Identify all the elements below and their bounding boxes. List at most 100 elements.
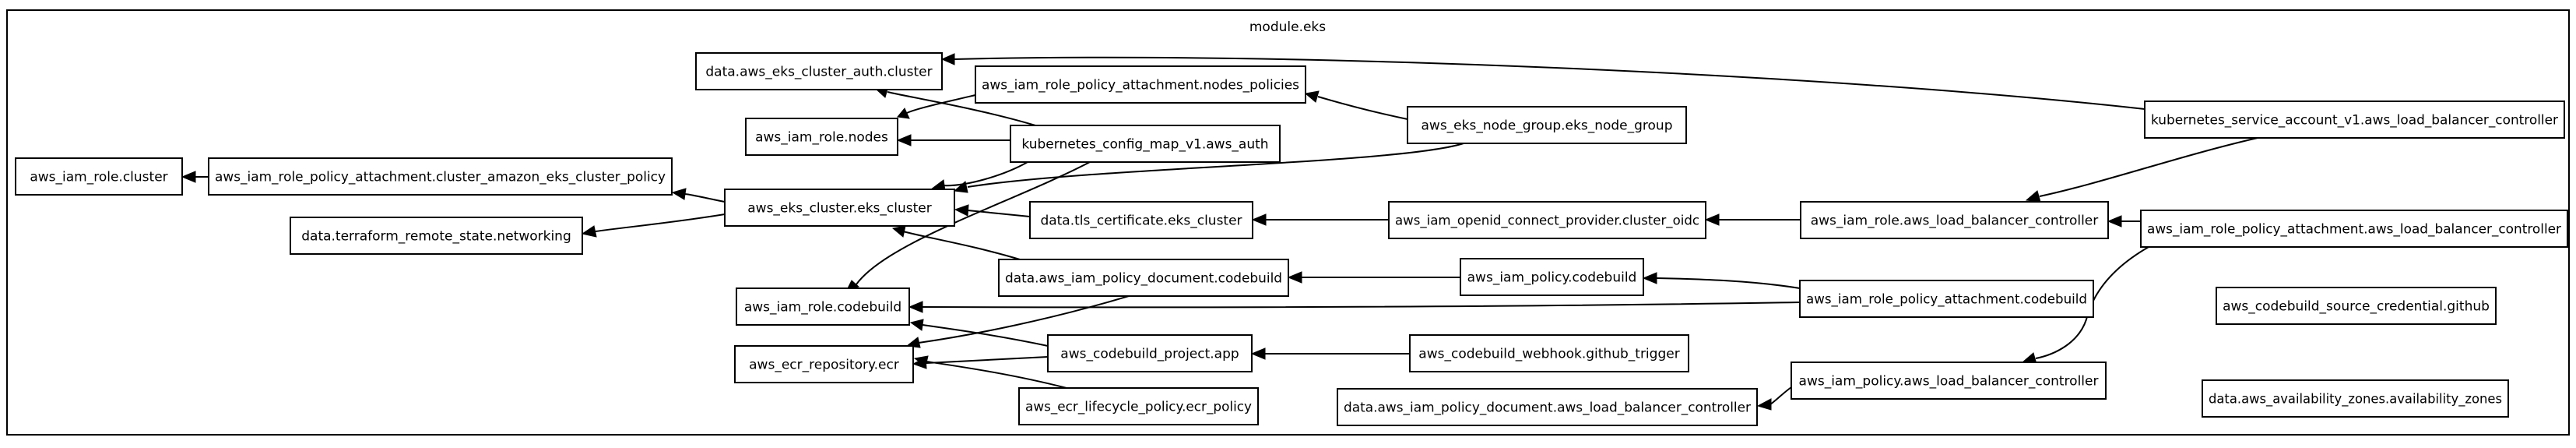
arrowhead [581, 225, 597, 238]
node-label: aws_ecr_lifecycle_policy.ecr_policy [1025, 400, 1252, 415]
node-label: aws_iam_role_policy_attachment.cluster_a… [215, 170, 666, 185]
node-box [208, 157, 673, 196]
edge-line [941, 161, 1028, 187]
node-ecr-repo: aws_ecr_repository.ecr [734, 345, 914, 383]
node-box [290, 217, 583, 255]
node-ecr-lifecycle: aws_ecr_lifecycle_policy.ecr_policy [1018, 387, 1259, 425]
edge-line [887, 91, 1036, 126]
edge-line [856, 161, 1091, 285]
edge-eks-cluster-to-rpa-cluster-policy [671, 188, 726, 203]
node-k8s-config-map: kubernetes_config_map_v1.aws_auth [1010, 125, 1281, 163]
node-label: aws_iam_role.codebuild [744, 300, 901, 316]
node-rpa-nodes-policies: aws_iam_role_policy_attachment.nodes_pol… [975, 65, 1306, 104]
node-label: kubernetes_service_account_v1.aws_load_b… [2151, 113, 2558, 129]
edge-role-lbc-to-oidc [1704, 213, 1801, 226]
arrowhead [181, 171, 196, 183]
node-box [736, 287, 910, 326]
node-label: aws_iam_role_policy_attachment.codebuild [1806, 292, 2087, 308]
edge-line [922, 324, 1049, 347]
node-label: data.terraform_remote_state.networking [301, 229, 571, 245]
edge-oidc-to-tls-cert [1251, 213, 1389, 226]
edge-rpa-codebuild-to-policy-codebuild [1642, 272, 1801, 289]
arrowhead [954, 204, 969, 217]
node-eks-cluster: aws_eks_cluster.eks_cluster [724, 189, 955, 227]
edge-line [967, 210, 1031, 217]
node-label: aws_iam_policy.aws_load_balancer_control… [1799, 374, 2099, 390]
node-label: aws_iam_role_policy_attachment.aws_load_… [2147, 222, 2561, 238]
node-role-lbc: aws_iam_role.aws_load_balancer_controlle… [1800, 201, 2109, 239]
edge-line [2035, 246, 2149, 359]
edge-eks-cluster-to-remote-state [581, 213, 726, 238]
node-policy-lbc: aws_iam_policy.aws_load_balancer_control… [1791, 362, 2107, 400]
edge-line [906, 94, 976, 114]
node-rpa-cluster-policy: aws_iam_role_policy_attachment.cluster_a… [208, 157, 673, 196]
node-codebuild-project: aws_codebuild_project.app [1047, 334, 1253, 372]
arrowhead [1304, 90, 1320, 103]
node-rpa-lbc: aws_iam_role_policy_attachment.aws_load_… [2140, 210, 2568, 248]
node-box [1460, 258, 1644, 296]
node-label: data.aws_iam_policy_document.codebuild [1005, 271, 1282, 287]
node-label: data.tls_certificate.eks_cluster [1040, 213, 1242, 229]
edge-layer [181, 53, 2258, 411]
edge-line [902, 231, 1021, 260]
node-role-nodes: aws_iam_role.nodes [745, 118, 898, 156]
edge-policy-lbc-to-policy-doc-lbc [1756, 386, 1792, 411]
node-az: data.aws_availability_zones.availability… [2202, 379, 2509, 418]
edge-webhook-to-codebuild-project [1250, 347, 1410, 360]
edge-line [954, 56, 2145, 110]
edge-line [918, 295, 1130, 344]
edge-tls-cert-to-eks-cluster [954, 204, 1031, 217]
node-box [2202, 379, 2509, 418]
node-box [1388, 201, 1706, 239]
node-label: aws_iam_role.nodes [755, 130, 888, 146]
arrowhead [1642, 272, 1657, 284]
edge-k8s-config-map-to-eks-cluster [930, 161, 1028, 192]
edge-k8s-sa-lbc-to-role-lbc [2025, 137, 2258, 203]
edge-rpa-codebuild-to-role-codebuild [908, 301, 1801, 313]
node-box [1800, 201, 2109, 239]
edge-line [684, 193, 726, 203]
node-label: aws_iam_role_policy_attachment.nodes_pol… [982, 78, 1299, 93]
node-webhook: aws_codebuild_webhook.github_trigger [1409, 334, 1689, 372]
node-box [1337, 388, 1758, 426]
node-box [1047, 334, 1253, 372]
edge-node-group-to-eks-cluster [953, 143, 1464, 193]
module-cluster-frame [6, 9, 2570, 436]
edge-line [1769, 386, 1792, 405]
node-label: aws_ecr_repository.ecr [749, 358, 899, 373]
node-label: kubernetes_config_map_v1.aws_auth [1021, 137, 1268, 153]
node-oidc: aws_iam_openid_connect_provider.cluster_… [1388, 201, 1706, 239]
arrowhead [940, 53, 955, 65]
node-k8s-sa-lbc: kubernetes_service_account_v1.aws_load_b… [2144, 101, 2565, 139]
edge-policy-codebuild-to-policy-doc-codebuild [1287, 271, 1460, 284]
node-label: aws_eks_node_group.eks_node_group [1422, 118, 1673, 134]
node-box [998, 259, 1289, 297]
arrowhead [671, 188, 687, 200]
arrowhead [891, 225, 906, 238]
edge-rpa-lbc-to-role-lbc [2107, 215, 2141, 228]
node-box [2144, 101, 2565, 139]
node-label: aws_iam_openid_connect_provider.cluster_… [1395, 213, 1699, 229]
node-rpa-codebuild: aws_iam_role_policy_attachment.codebuild [1799, 280, 2094, 318]
arrowhead [908, 301, 923, 313]
node-role-codebuild: aws_iam_role.codebuild [736, 287, 910, 326]
node-box [975, 65, 1306, 104]
node-box [1407, 106, 1687, 144]
edge-line [926, 356, 1049, 364]
node-source-cred: aws_codebuild_source_credential.github [2216, 287, 2497, 325]
node-data-eks-cluster-auth: data.aws_eks_cluster_auth.cluster [695, 52, 943, 90]
edge-codebuild-project-to-role-codebuild [909, 319, 1049, 347]
edge-ecr-lifecycle-to-ecr-repo [913, 355, 1067, 389]
node-box [2216, 287, 2497, 325]
node-label: aws_codebuild_webhook.github_trigger [1418, 347, 1679, 362]
node-box [1409, 334, 1689, 372]
node-box [724, 189, 955, 227]
arrowhead [953, 181, 968, 193]
edge-line [967, 143, 1464, 188]
edge-line [1317, 96, 1408, 120]
edge-rpa-cluster-policy-to-role-cluster [181, 171, 209, 183]
edge-line [2039, 137, 2258, 197]
arrowhead [1251, 213, 1267, 226]
edge-line [926, 361, 1067, 389]
